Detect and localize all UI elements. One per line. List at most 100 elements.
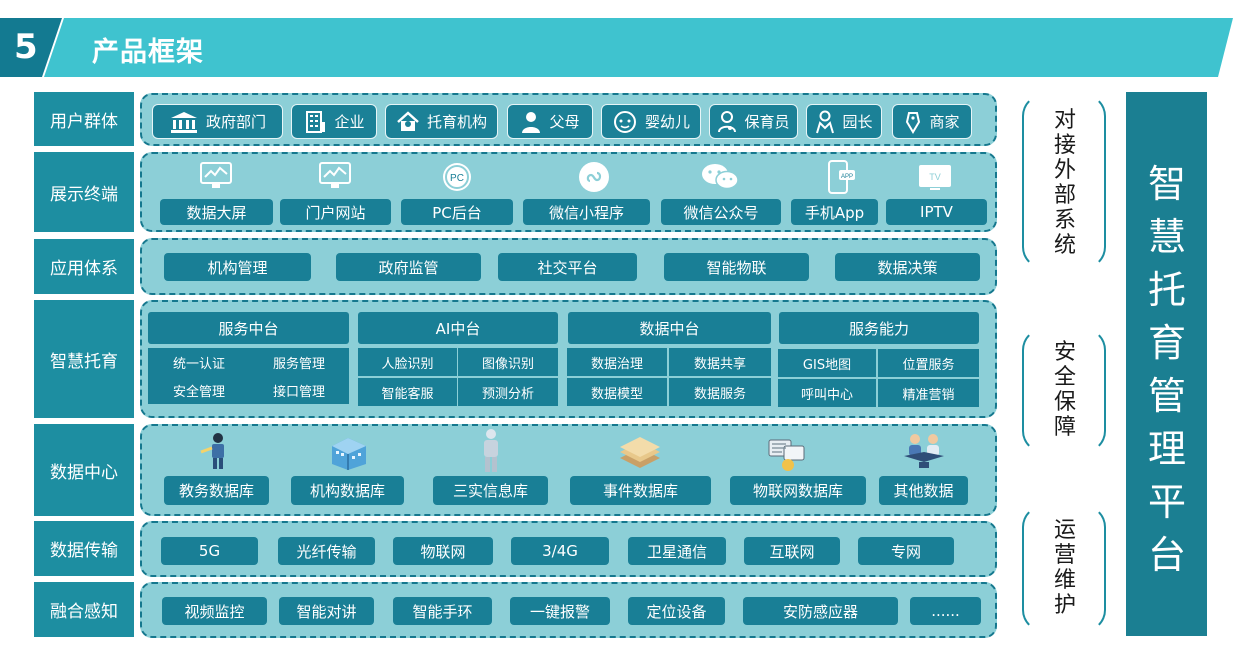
app-chip[interactable]: 智能物联 — [664, 253, 809, 281]
smart-cell[interactable]: 精准营销 — [878, 379, 979, 407]
user-chip-caregiver[interactable]: 保育员 — [709, 104, 798, 139]
transport-chip[interactable]: 物联网 — [393, 537, 493, 565]
row-label-smart: 智慧托育 — [34, 300, 134, 418]
user-chip-enterprise[interactable]: 企业 — [291, 104, 377, 139]
pc-badge-text: PC — [450, 173, 464, 184]
user-chip-label: 企业 — [334, 113, 365, 131]
terminal-chip[interactable]: 数据大屏 — [160, 199, 273, 225]
row-label-apps: 应用体系 — [34, 239, 134, 294]
transport-chip[interactable]: 卫星通信 — [628, 537, 726, 565]
row-label-terminals: 展示终端 — [34, 152, 134, 232]
user-chip-director[interactable]: 园长 — [806, 104, 882, 139]
person-figure-icon — [484, 429, 498, 472]
user-chip-nursery[interactable]: 托育机构 — [385, 104, 498, 139]
row-label-datacenter: 数据中心 — [34, 424, 134, 516]
smart-cell[interactable]: 服务管理 — [249, 348, 349, 376]
db-chip[interactable]: 教务数据库 — [164, 476, 269, 505]
smart-cell[interactable]: 数据服务 — [669, 378, 771, 406]
db-chip[interactable]: 机构数据库 — [291, 476, 404, 505]
smart-cell[interactable]: 图像识别 — [458, 348, 558, 376]
app-badge-text: APP — [841, 174, 853, 180]
transport-chip[interactable]: 互联网 — [744, 537, 840, 565]
user-chip-label: 商家 — [929, 113, 960, 131]
sensor-chip-more[interactable]: ...... — [910, 597, 981, 625]
header-bar — [44, 18, 1233, 77]
smart-cell[interactable]: 人脸识别 — [358, 348, 457, 376]
smart-cell[interactable]: 智能客服 — [358, 378, 457, 406]
user-chip-parents[interactable]: 父母 — [507, 104, 593, 139]
sensor-chip[interactable]: 安防感应器 — [743, 597, 898, 625]
smart-cell[interactable]: 安全管理 — [148, 376, 250, 404]
director-icon — [816, 110, 835, 133]
transport-chip[interactable]: 光纤传输 — [278, 537, 375, 565]
side-group-operations: 运营维护 — [1053, 518, 1076, 618]
smart-cell[interactable]: 数据共享 — [669, 348, 771, 376]
nursery-house-icon — [397, 110, 419, 131]
building-3d-icon — [332, 438, 366, 470]
smart-block-title: 服务能力 — [779, 312, 979, 344]
terminal-chip[interactable]: 门户网站 — [280, 199, 391, 225]
mini-program-icon — [579, 162, 609, 192]
terminal-chip[interactable]: 微信小程序 — [523, 199, 650, 225]
user-chip-label: 保育员 — [744, 113, 790, 131]
row-label-perception: 融合感知 — [34, 582, 134, 637]
monitor-chart-icon — [200, 162, 232, 188]
mobile-app-icon: APP — [828, 160, 855, 194]
smart-cell[interactable]: 预测分析 — [458, 378, 558, 406]
office-building-icon — [306, 110, 326, 133]
wechat-icon — [702, 164, 739, 190]
app-chip[interactable]: 数据决策 — [835, 253, 980, 281]
transport-chip[interactable]: 专网 — [858, 537, 954, 565]
smart-cell[interactable]: 数据治理 — [567, 348, 667, 376]
terminal-chip[interactable]: 微信公众号 — [661, 199, 781, 225]
platform-panel — [1126, 92, 1207, 636]
side-group-security: 安全保障 — [1053, 340, 1076, 440]
smart-block-title: AI中台 — [358, 312, 558, 344]
pc-badge-icon: PC — [443, 163, 471, 191]
user-chip-label: 托育机构 — [426, 113, 487, 131]
section-number: 5 — [14, 27, 38, 67]
tv-badge-text: TV — [929, 172, 941, 182]
app-chip[interactable]: 政府监管 — [336, 253, 481, 281]
government-building-icon — [170, 111, 197, 133]
smart-cell[interactable]: 数据模型 — [567, 378, 667, 406]
app-chip[interactable]: 社交平台 — [498, 253, 637, 281]
terminal-chip[interactable]: 手机App — [791, 199, 878, 225]
smart-block-title: 数据中台 — [568, 312, 771, 344]
side-group-external: 对接外部系统 — [1053, 108, 1076, 258]
baby-face-icon — [613, 110, 636, 133]
terminal-chip[interactable]: PC后台 — [401, 199, 513, 225]
db-chip[interactable]: 事件数据库 — [570, 476, 711, 505]
smart-cell[interactable]: 接口管理 — [249, 376, 349, 404]
monitor-chart-icon — [319, 162, 351, 188]
platform-title: 智慧托育管理平台 — [1147, 162, 1186, 577]
transport-chip[interactable]: 3/4G — [511, 537, 609, 565]
page-title: 产品框架 — [92, 37, 204, 68]
app-chip[interactable]: 机构管理 — [164, 253, 311, 281]
tv-icon: TV — [919, 165, 951, 190]
sensor-chip[interactable]: 智能手环 — [393, 597, 492, 625]
user-chip-government[interactable]: 政府部门 — [152, 104, 283, 139]
side-bracket-external — [1022, 94, 1106, 269]
user-chip-merchant[interactable]: 商家 — [892, 104, 972, 139]
sensor-chip[interactable]: 智能对讲 — [279, 597, 374, 625]
user-chip-infants[interactable]: 婴幼儿 — [601, 104, 701, 139]
sensor-chip[interactable]: 定位设备 — [628, 597, 725, 625]
db-chip[interactable]: 物联网数据库 — [730, 476, 866, 505]
db-chip[interactable]: 三实信息库 — [433, 476, 548, 505]
smart-cell[interactable]: 呼叫中心 — [778, 379, 876, 407]
user-chip-label: 婴幼儿 — [644, 113, 690, 131]
smart-cell[interactable]: GIS地图 — [778, 349, 876, 377]
smart-cell[interactable]: 位置服务 — [878, 349, 979, 377]
iot-devices-icon — [768, 439, 805, 471]
side-bracket-security — [1022, 328, 1106, 453]
smart-cell[interactable]: 统一认证 — [148, 348, 250, 376]
sensor-chip[interactable]: 一键报警 — [510, 597, 610, 625]
db-chip[interactable]: 其他数据 — [879, 476, 968, 505]
transport-chip[interactable]: 5G — [161, 537, 258, 565]
terminal-chip[interactable]: IPTV — [886, 199, 987, 225]
sensor-chip[interactable]: 视频监控 — [162, 597, 267, 625]
document-stack-icon — [620, 437, 660, 468]
user-chip-label: 政府部门 — [205, 113, 266, 131]
teacher-figure-icon — [200, 433, 224, 469]
